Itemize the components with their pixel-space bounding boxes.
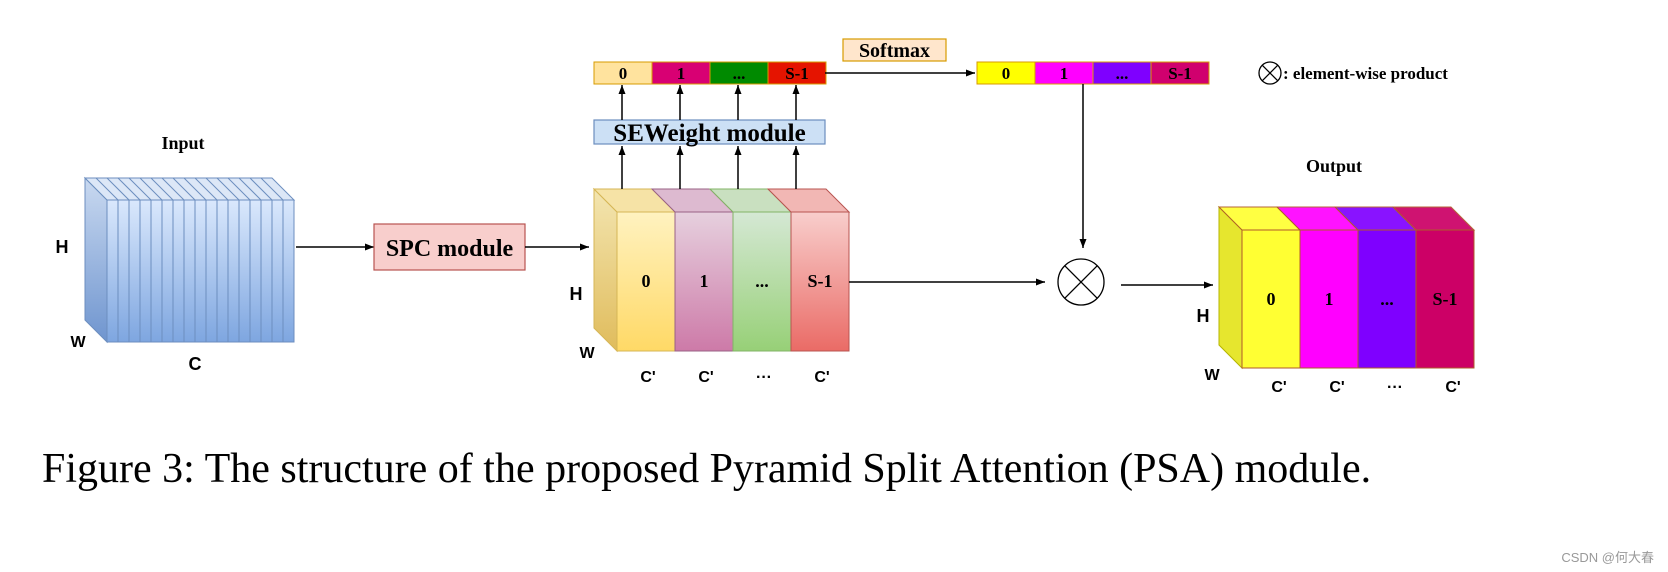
output-block-0: [1241, 229, 1301, 369]
output-block-label-0: 0: [1267, 289, 1276, 309]
output-channel-label-3: C': [1445, 379, 1460, 396]
output-feature-blocks: 0C' 1C'... ··· S-1C': [1217, 205, 1476, 396]
split-channel-label-2: ···: [756, 369, 772, 386]
watermark: CSDN @何大春: [1561, 550, 1654, 565]
output-channel-label-2: ···: [1387, 379, 1403, 396]
otimes-icon: [1258, 61, 1282, 85]
output-block-label-3: S-1: [1432, 289, 1457, 309]
input-channel-top-line: [260, 177, 284, 201]
seweight-module-label: SEWeight module: [613, 120, 805, 147]
split-block-3: [790, 211, 850, 352]
attention-weight-vector: 0 1... S-1: [593, 61, 827, 85]
input-channel-top-line: [150, 177, 174, 201]
split-side-face: [593, 187, 618, 353]
input-channel-top-line: [161, 177, 185, 201]
input-channel-top-line: [249, 177, 273, 201]
input-title: Input: [161, 133, 204, 153]
softmax-out-label-2: ...: [1116, 64, 1129, 83]
legend-text: : element-wise product: [1283, 64, 1448, 83]
split-channel-label-1: C': [698, 369, 713, 386]
input-channel-slices: [95, 177, 284, 342]
input-channel-top-line: [95, 177, 119, 201]
input-channel-top-line: [139, 177, 163, 201]
input-feature-map: [83, 176, 296, 344]
split-block-label-1: 1: [700, 271, 709, 291]
input-channel-top-line: [216, 177, 240, 201]
output-side-face: [1218, 205, 1243, 370]
seweight-module-box: [593, 119, 826, 145]
softmax-out-cell-3: [1150, 61, 1210, 85]
split-block-2: [732, 211, 792, 352]
input-channel-top-line: [227, 177, 251, 201]
softmax-output-vector: 0 1... S-1: [976, 61, 1210, 85]
split-block-0: [616, 211, 676, 352]
weight-label-2: ...: [733, 64, 746, 83]
output-block-2: [1357, 229, 1417, 369]
input-h-label: H: [56, 237, 69, 257]
input-channel-top-line: [106, 177, 130, 201]
legend: : element-wise product: [1258, 61, 1448, 85]
input-w-label: W: [70, 334, 86, 351]
weight-label-1: 1: [677, 64, 686, 83]
split-block-label-3: S-1: [807, 271, 832, 291]
output-block-label-1: 1: [1325, 289, 1334, 309]
weight-label-3: S-1: [785, 64, 809, 83]
split-block-1: [674, 211, 734, 352]
output-h-label: H: [1197, 306, 1210, 326]
input-channel-top-line: [117, 177, 141, 201]
arrows-split-to-seweight: [618, 146, 800, 189]
split-w-label: W: [579, 345, 595, 362]
split-channel-label-3: C': [814, 369, 829, 386]
input-channel-top-line: [172, 177, 196, 201]
arrows-seweight-to-weights: [618, 85, 800, 120]
input-top-face: [83, 177, 296, 201]
output-w-label: W: [1204, 367, 1220, 384]
softmax-out-label-3: S-1: [1168, 64, 1192, 83]
output-block-3: [1415, 229, 1475, 369]
input-side-face: [84, 176, 108, 344]
output-title: Output: [1306, 156, 1362, 176]
split-h-label: H: [570, 284, 583, 304]
input-channel-top-line: [183, 177, 207, 201]
split-block-label-2: ...: [755, 271, 769, 291]
input-channel-top-line: [194, 177, 218, 201]
spc-module-label: SPC module: [386, 236, 514, 262]
input-c-label: C: [189, 354, 202, 374]
softmax-label: Softmax: [859, 40, 930, 62]
split-feature-blocks: 0C' 1C'... ··· S-1C': [592, 187, 851, 386]
softmax-out-label-1: 1: [1060, 64, 1069, 83]
output-block-1: [1299, 229, 1359, 369]
multiply-operator: [1057, 258, 1105, 306]
input-channel-top-line: [205, 177, 229, 201]
split-block-label-0: 0: [642, 271, 651, 291]
softmax-box: [842, 38, 947, 62]
input-front-face: [106, 199, 295, 343]
figure-caption: Figure 3: The structure of the proposed …: [42, 446, 1371, 492]
output-channel-label-0: C': [1271, 379, 1286, 396]
split-channel-label-0: C': [640, 369, 655, 386]
weight-label-0: 0: [619, 64, 628, 83]
output-block-label-2: ...: [1380, 289, 1394, 309]
input-channel-top-line: [238, 177, 262, 201]
softmax-out-label-0: 0: [1002, 64, 1011, 83]
input-channel-top-line: [128, 177, 152, 201]
output-channel-label-1: C': [1329, 379, 1344, 396]
